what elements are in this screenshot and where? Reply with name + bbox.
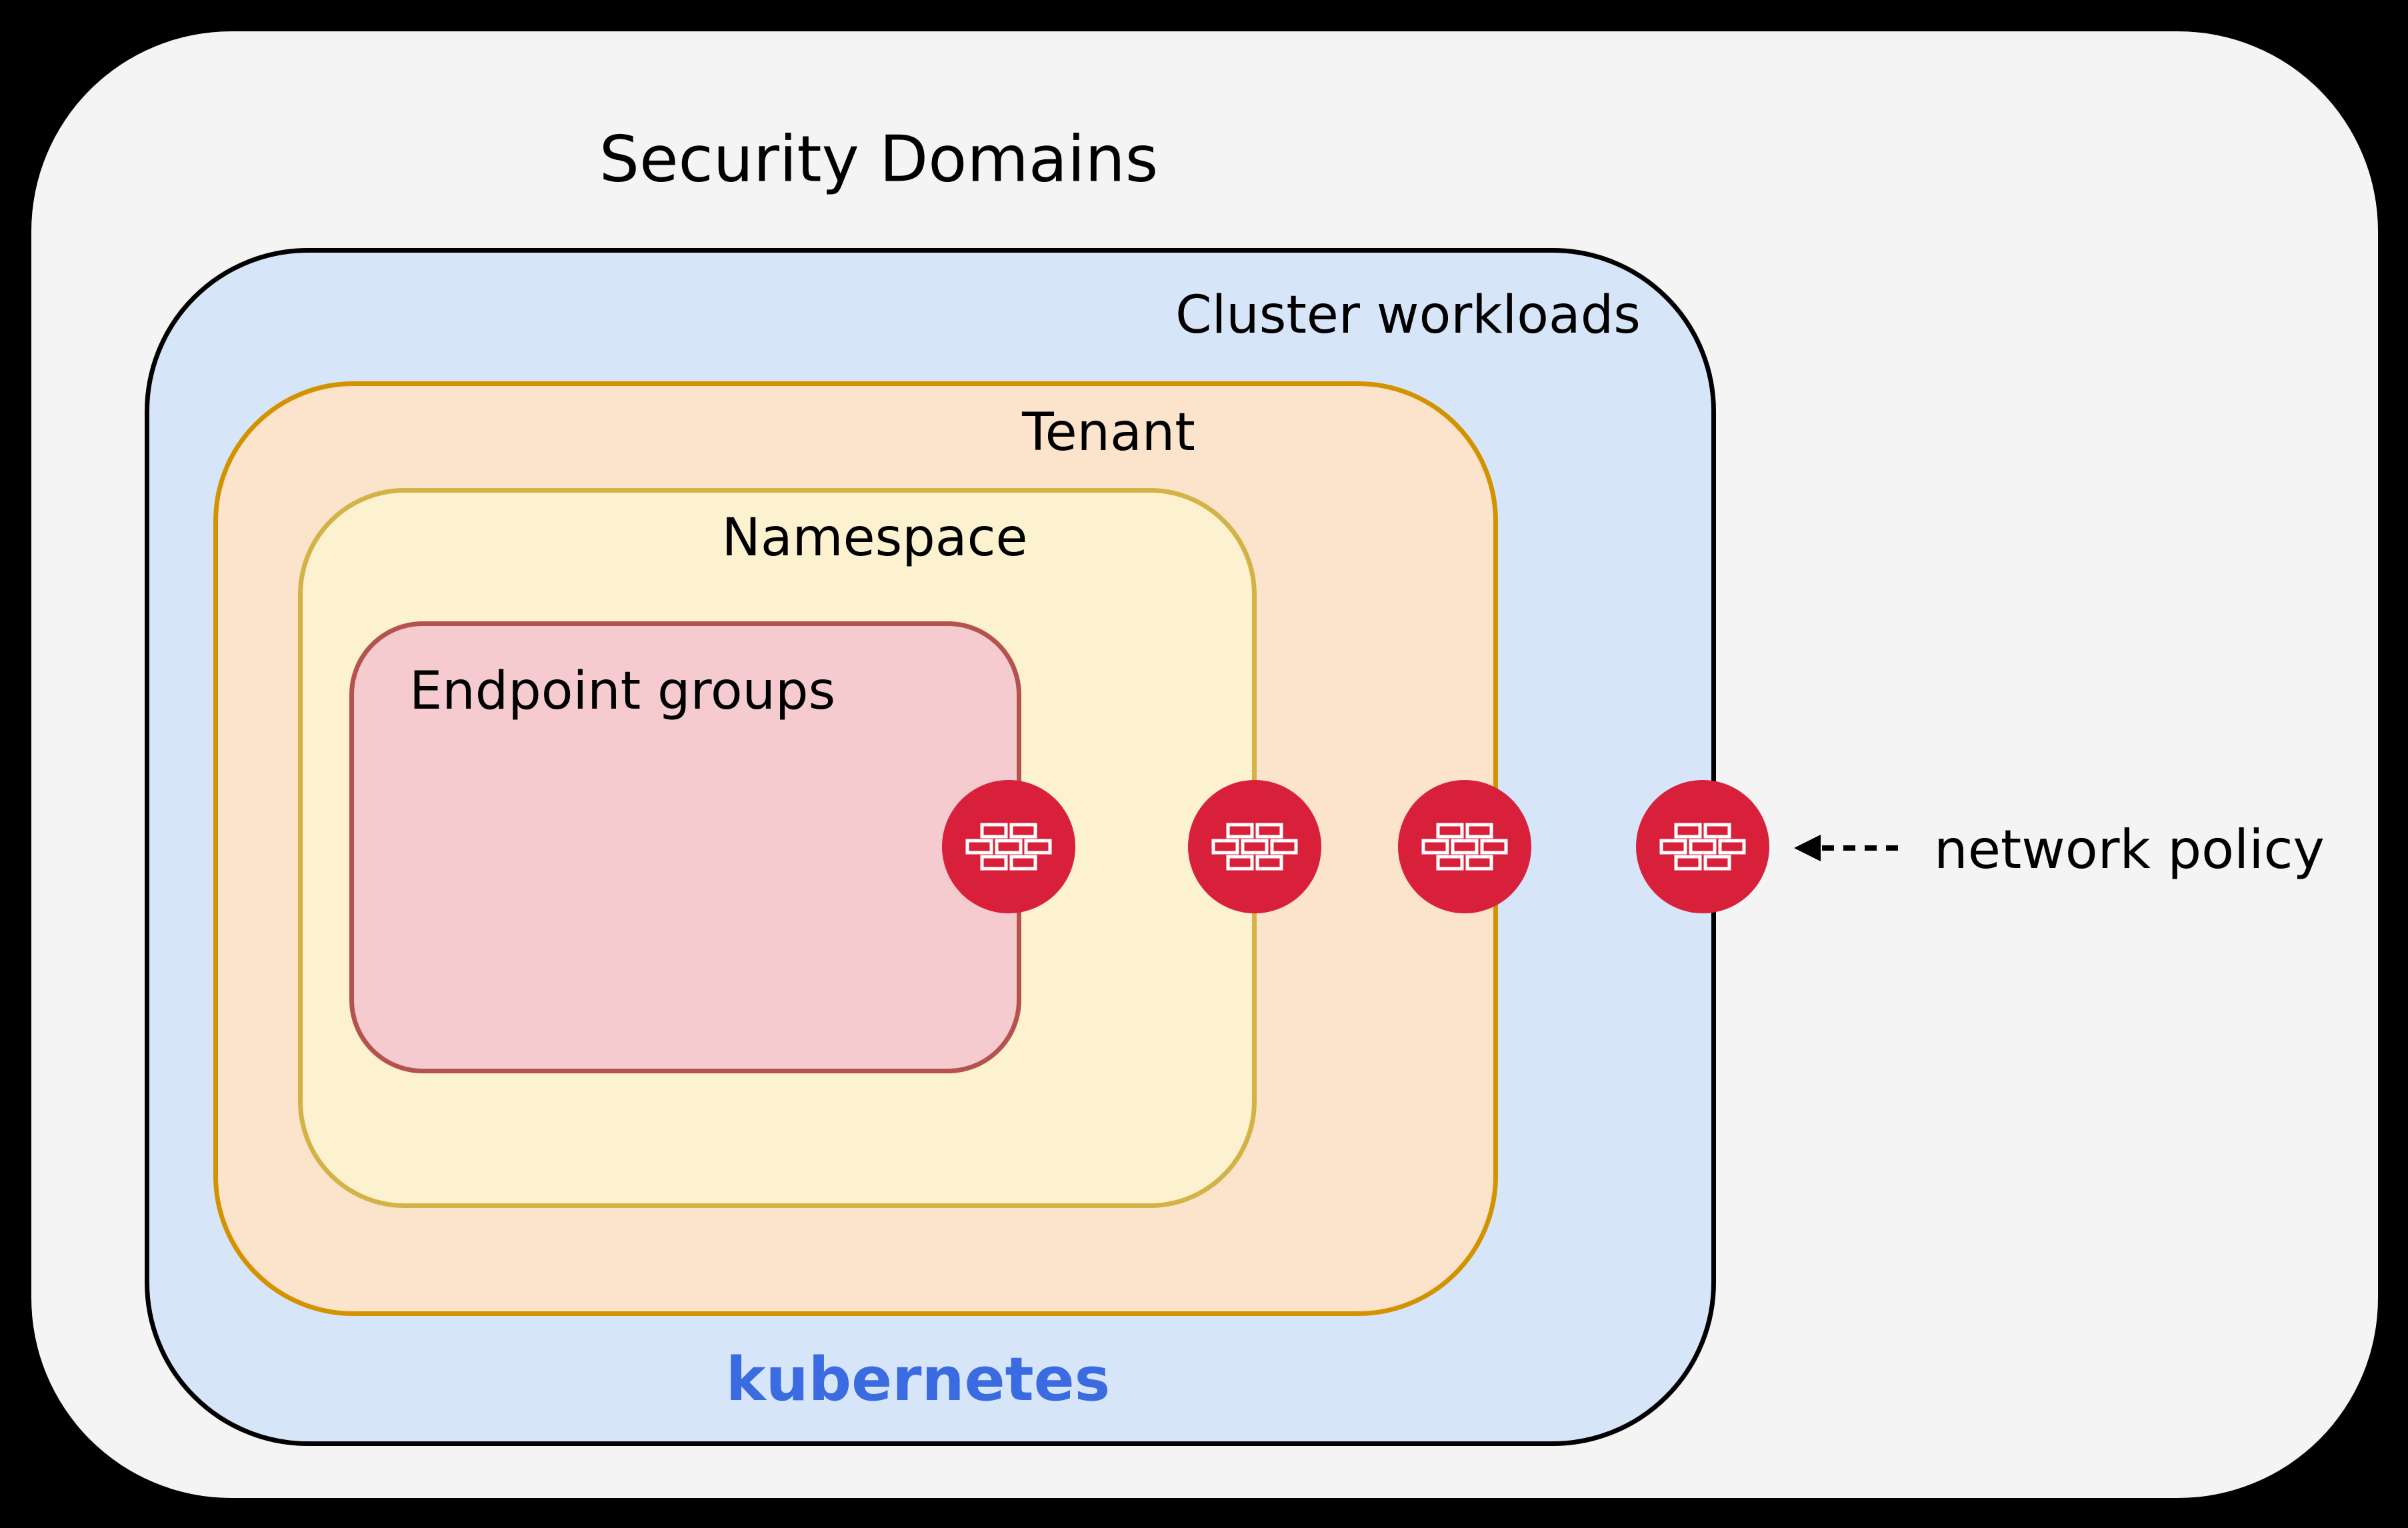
network-policy-label: network policy <box>1934 819 2325 881</box>
firewall-brick-icon <box>965 823 1053 871</box>
endpoint-groups-label: Endpoint groups <box>409 661 836 721</box>
firewall-node-endpoint-boundary <box>942 780 1075 913</box>
security-domains-card: Security Domains Cluster workloads Tenan… <box>31 31 2378 1498</box>
firewall-brick-icon <box>1211 823 1299 871</box>
firewall-node-tenant-boundary <box>1398 780 1531 913</box>
firewall-brick-icon <box>1421 823 1509 871</box>
firewall-brick-icon <box>1659 823 1747 871</box>
tenant-label: Tenant <box>1022 403 1195 463</box>
network-policy-arrow <box>1785 824 1918 872</box>
domain-endpoint-groups <box>349 621 1021 1073</box>
kubernetes-label: kubernetes <box>725 1345 1111 1415</box>
cluster-workloads-label: Cluster workloads <box>1175 285 1641 345</box>
firewall-node-cluster-boundary <box>1636 780 1769 913</box>
firewall-node-namespace-boundary <box>1188 780 1321 913</box>
diagram-title: Security Domains <box>599 123 1159 197</box>
namespace-label: Namespace <box>721 508 1028 568</box>
